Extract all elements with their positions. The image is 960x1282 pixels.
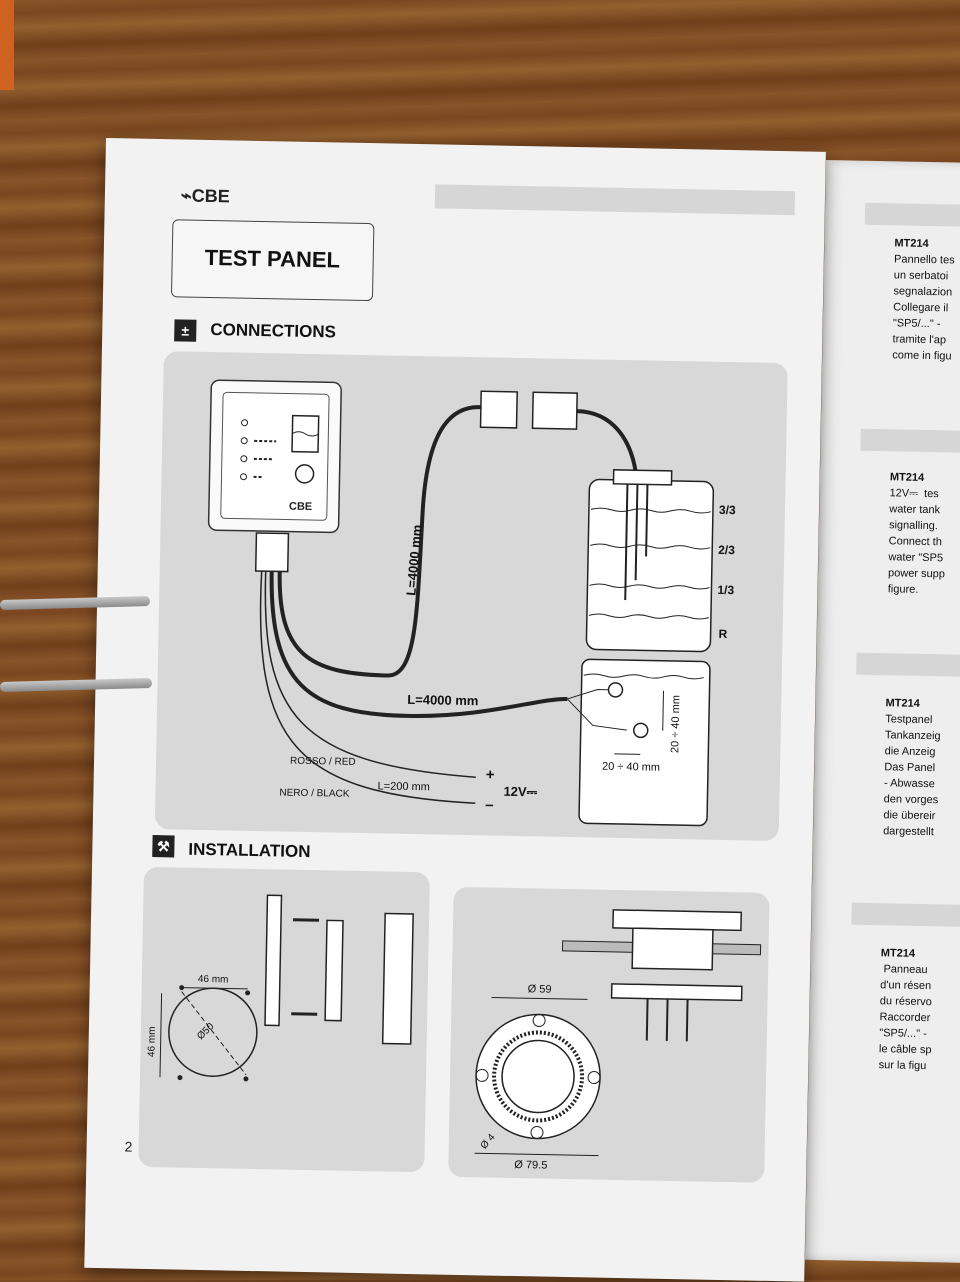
sensor-lower xyxy=(634,723,648,737)
water-tank xyxy=(586,479,713,651)
mounting-frame xyxy=(325,920,343,1020)
installation-heading: INSTALLATION xyxy=(188,840,311,862)
right-band-3 xyxy=(856,653,960,678)
installation-panel-left: 46 mm 46 mm Ø50 xyxy=(138,867,430,1172)
connections-heading: CONNECTIONS xyxy=(210,320,336,342)
right-text-2: 12V⎓ tes water tank signalling. Connect … xyxy=(888,485,947,598)
connections-icon: ± xyxy=(174,319,196,341)
test-panel-unit: CBE xyxy=(208,380,341,532)
header-band xyxy=(435,184,795,215)
right-band-1 xyxy=(865,203,960,228)
level-2-3: 2/3 xyxy=(718,543,735,557)
page-number: 2 xyxy=(124,1139,132,1155)
wire-black-label: NERO / BLACK xyxy=(279,787,350,799)
cable-length-mid: L=4000 mm xyxy=(407,692,478,708)
tank-probe-head xyxy=(613,470,671,485)
plug-right xyxy=(533,392,578,429)
wire-red-label: ROSSO / RED xyxy=(290,756,356,768)
right-text-4: Panneau d'un résen du réservo Raccorder … xyxy=(878,961,933,1074)
installation-icon: ⚒ xyxy=(152,835,174,857)
flange-top-dim: Ø 59 xyxy=(528,983,552,995)
dim-width: 46 mm xyxy=(198,974,229,986)
hole-dim: Ø 4 xyxy=(479,1132,498,1152)
probe-flange xyxy=(612,984,742,1000)
plug-left xyxy=(481,391,518,428)
right-title-1: MT214 xyxy=(894,237,928,250)
flange-bottom-dim: Ø 79.5 xyxy=(514,1159,547,1172)
wall-plate xyxy=(265,895,281,1025)
cable-length-power: L=200 mm xyxy=(377,780,430,793)
minus-sign: – xyxy=(485,796,494,813)
panel-connector xyxy=(256,533,289,572)
sensor-dim-v: 20 ÷ 40 mm xyxy=(669,695,682,753)
right-title-2: MT214 xyxy=(890,471,924,484)
voltage-label: 12V⎓ xyxy=(503,784,537,800)
right-page: MT214 Pannello tes un serbatoi segnalazi… xyxy=(805,160,960,1264)
connections-diagram: CBE 3/3 2/3 1/3 R xyxy=(155,351,788,841)
connections-panel: CBE 3/3 2/3 1/3 R xyxy=(155,351,788,841)
right-text-1: Pannello tes un serbatoi segnalazion Col… xyxy=(892,251,955,364)
dim-height: 46 mm xyxy=(146,1026,158,1057)
level-r: R xyxy=(718,627,727,641)
panel-logo: CBE xyxy=(289,501,312,513)
right-text-3: Testpanel Tankanzeig die Anzeig Das Pane… xyxy=(883,711,941,840)
sensor-upper xyxy=(608,683,622,697)
waste-tank xyxy=(579,659,710,825)
brand-logo: ⌁CBE xyxy=(181,185,230,207)
level-3-3: 3/3 xyxy=(719,503,736,517)
dim-diameter: Ø50 xyxy=(195,1021,217,1042)
probe-top xyxy=(613,910,741,930)
manual-page: ⌁CBE TEST PANEL ± CONNECTIONS CBE xyxy=(84,138,826,1282)
plus-sign: + xyxy=(486,766,495,783)
level-1-3: 1/3 xyxy=(717,583,734,597)
page-title: TEST PANEL xyxy=(204,245,340,274)
cutout-diagram: 46 mm 46 mm Ø50 xyxy=(138,867,430,1172)
right-title-3: MT214 xyxy=(885,697,919,710)
cable-length-top: L=4000 mm xyxy=(403,524,424,596)
sensor-dim-h: 20 ÷ 40 mm xyxy=(602,761,660,774)
flange-diagram: Ø 59 Ø 79.5 Ø 4 xyxy=(448,887,770,1183)
orange-edge xyxy=(0,0,14,90)
wire-black xyxy=(257,571,480,803)
front-cover xyxy=(383,914,413,1045)
cable-to-probe xyxy=(576,411,638,478)
right-band-4 xyxy=(851,903,960,928)
title-box: TEST PANEL xyxy=(171,219,374,301)
flange-inner xyxy=(501,1040,574,1113)
installation-panel-right: Ø 59 Ø 79.5 Ø 4 xyxy=(448,887,770,1183)
right-band-2 xyxy=(860,429,960,454)
right-title-4: MT214 xyxy=(881,947,915,960)
logo-icon: ⌁ xyxy=(181,185,192,205)
